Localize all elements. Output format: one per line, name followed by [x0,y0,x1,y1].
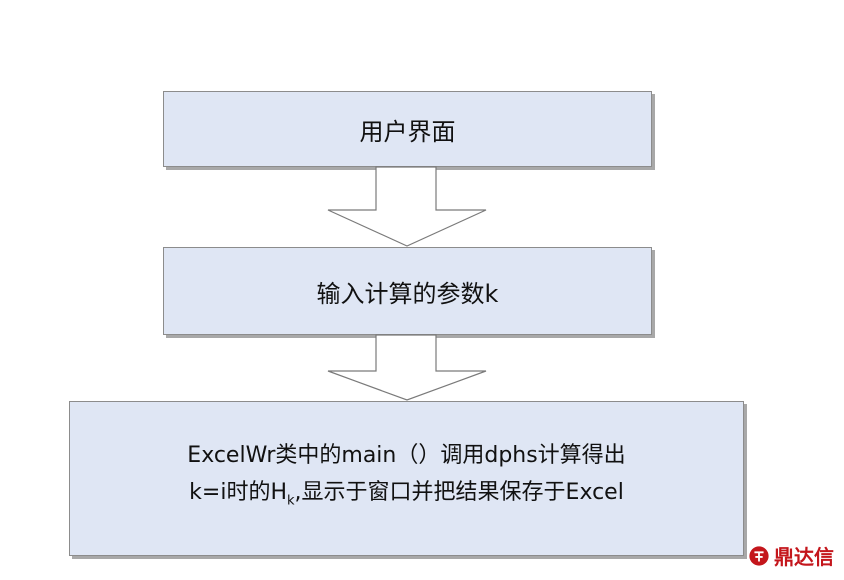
step-user-interface-box: 用户界面 [163,91,652,167]
watermark-logo: 鼎达信 [748,541,834,570]
watermark-text: 鼎达信 [774,545,834,569]
step-compute-line-2-suffix: ,显示于窗口并把结果保存于Excel [294,480,624,506]
arrow-down-1 [327,166,487,247]
watermark-seal-icon [749,545,769,566]
step-compute-line-2-prefix: k=i时的H [189,480,288,506]
step-compute-line-2: k=i时的Hk,显示于窗口并把结果保存于Excel [189,474,624,519]
step-input-params-label: 输入计算的参数k [316,279,499,308]
step-user-interface-label: 用户界面 [359,117,456,146]
arrow-down-2 [327,334,487,401]
step-compute-line-2-subscript: k [287,493,295,509]
step-compute-save-box: ExcelWr类中的main（）调用dphs计算得出 k=i时的Hk,显示于窗口… [69,401,744,556]
step-input-params-box: 输入计算的参数k [163,247,652,335]
step-compute-line-1: ExcelWr类中的main（）调用dphs计算得出 [187,443,626,469]
